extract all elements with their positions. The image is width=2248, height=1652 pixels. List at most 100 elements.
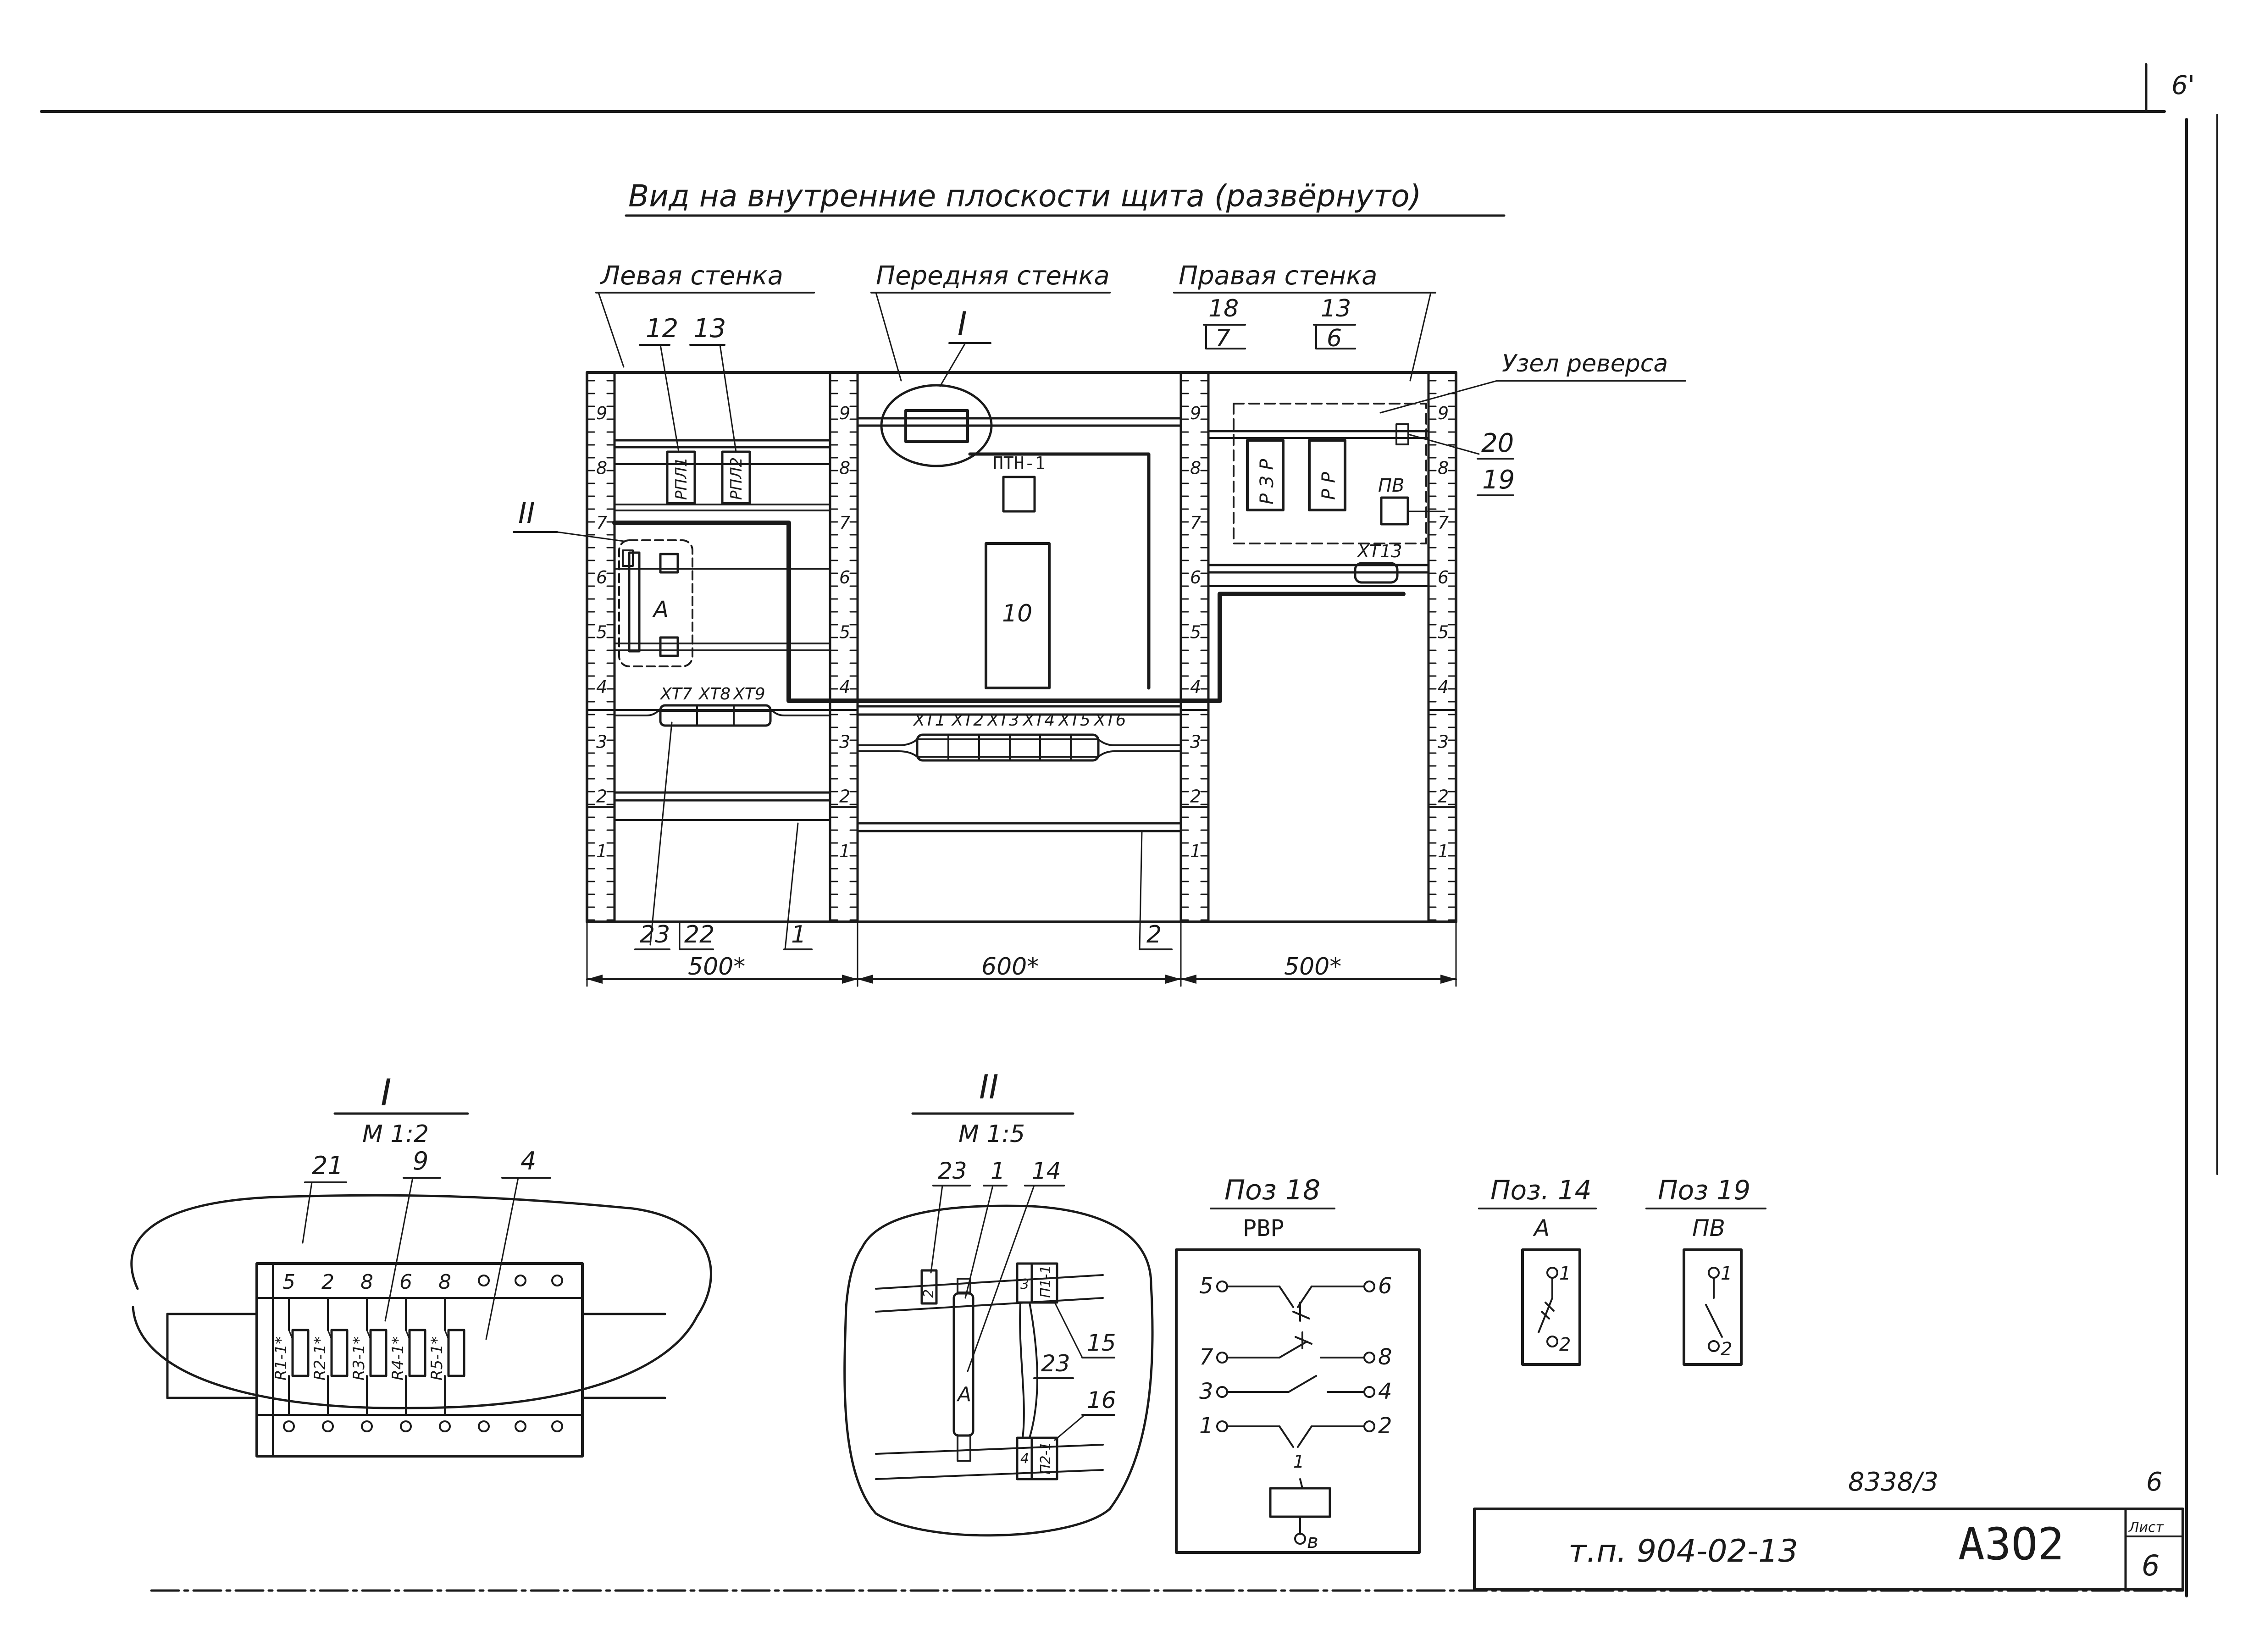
ruler-number: 7 (596, 513, 607, 533)
ruler-number: 8 (839, 458, 850, 478)
detail-I-hole (400, 1420, 412, 1432)
detail-I-scale: М 1:2 (362, 1120, 429, 1148)
ruler-number: 9 (596, 403, 607, 423)
block-10: 10 (985, 542, 1051, 689)
archive-number: 8338/3 (1848, 1467, 1938, 1497)
ruler-number: 5 (839, 622, 850, 643)
pos18-subtitle: РВР (1243, 1215, 1284, 1242)
bottom-callouts: 23 22 1 2 (634, 721, 1173, 950)
pos18-title: Поз 18 (1224, 1174, 1320, 1206)
pos-19: 19 (1482, 465, 1515, 495)
svg-text:3: 3 (1020, 1276, 1029, 1292)
drawing-title: Вид на внутренние плоскости щита (развёр… (628, 178, 1421, 214)
reverse-unit-label: Узел реверса (1502, 350, 1668, 377)
pos-12: 12 (646, 314, 678, 344)
detail-I-terminal-number: 8 (360, 1270, 373, 1294)
detail-I-resistor-label: R5-1* (428, 1336, 446, 1380)
ruler-number: 9 (839, 403, 850, 423)
svg-text:1: 1 (1721, 1263, 1732, 1284)
svg-text:1: 1 (1293, 1452, 1304, 1472)
ruler-number: 3 (839, 732, 850, 752)
svg-text:15: 15 (1087, 1330, 1116, 1356)
detail-I-hole (551, 1420, 563, 1432)
ruler-number: 5 (596, 622, 607, 643)
page-mark: 6' (2171, 71, 2195, 100)
ruler-number: 1 (1438, 841, 1449, 861)
front-wall-label: Передняя стенка (876, 261, 1110, 291)
ruler-number: 6 (839, 567, 850, 588)
ruler-number: 1 (839, 841, 850, 861)
svg-text:18: 18 (1208, 295, 1239, 322)
svg-text:Р Р: Р Р (1318, 471, 1340, 500)
pos-13: 13 (693, 314, 726, 344)
svg-text:1: 1 (991, 1158, 1005, 1184)
pos18-relay-diagram: Поз 18 РВР 5 6 7 8 3 4 1 (1175, 1174, 1421, 1554)
ruler-number: 6 (1438, 567, 1449, 588)
reverse-unit: Узел реверса (1233, 350, 1686, 544)
ruler-number: 6 (1190, 567, 1201, 588)
detail-I-terminal-number: 5 (282, 1270, 295, 1294)
svg-text:14: 14 (1032, 1158, 1061, 1184)
svg-text:1: 1 (791, 921, 806, 948)
breaker-A: А (618, 539, 693, 667)
ruler-number: 4 (1438, 677, 1449, 697)
relay-rpl1: РПЛ1 (666, 450, 696, 504)
svg-text:21: 21 (312, 1151, 343, 1180)
detail-I-terminal-number: 2 (321, 1270, 334, 1294)
svg-text:13: 13 (1321, 295, 1351, 322)
ruler-number: 3 (596, 732, 607, 752)
ruler-number: 2 (596, 787, 607, 807)
svg-text:РПЛ1: РПЛ1 (672, 457, 691, 500)
detail-I-resistor-label: R3-1* (350, 1336, 368, 1380)
ruler-number: 4 (596, 677, 607, 697)
svg-text:1: 1 (1559, 1263, 1571, 1284)
detail-I-resistor-label: R1-1* (272, 1336, 290, 1380)
svg-text:6: 6 (1378, 1273, 1392, 1299)
sheet-frame: 6' (40, 63, 2218, 1597)
detail-II-label: II (979, 1068, 998, 1106)
ruler-number: 5 (1438, 622, 1449, 643)
svg-text:2: 2 (1559, 1334, 1571, 1355)
svg-text:2: 2 (921, 1289, 937, 1298)
detail-II-scale: М 1:5 (958, 1120, 1025, 1148)
ruler-number: 4 (839, 677, 850, 697)
svg-text:8: 8 (1378, 1344, 1392, 1370)
svg-text:23: 23 (640, 921, 670, 948)
detail-I-resistor (369, 1329, 388, 1377)
svg-text:10: 10 (1002, 600, 1032, 627)
ruler-number: 4 (1190, 677, 1201, 697)
pos19-switch-symbol: Поз 19 ПВ 1 2 (1645, 1175, 1766, 1366)
view-I-marker: I (958, 305, 967, 343)
ruler-number: 6 (596, 567, 607, 588)
relay-rpl2: РПЛ2 (721, 450, 751, 504)
detail-I-terminal-number: 8 (438, 1270, 451, 1294)
detail-I-hole (551, 1275, 563, 1286)
ruler-number: 5 (1190, 622, 1201, 643)
detail-I-resistor-label: R4-1* (389, 1336, 407, 1380)
transformer-ptn: ПТН-1 (993, 453, 1045, 513)
svg-text:А: А (652, 597, 669, 622)
cable-duct (612, 521, 1406, 703)
svg-text:П2-1: П2-1 (1038, 1441, 1054, 1475)
svg-text:23: 23 (1041, 1350, 1070, 1377)
detail-I-hole (439, 1420, 451, 1432)
detail-I-resistors: R1-1*R2-1*R3-1*R4-1*R5-1* (272, 1297, 465, 1416)
dim-left: 500* (688, 953, 745, 981)
detail-I-lead (366, 1329, 371, 1340)
ruler-number: 3 (1190, 732, 1201, 752)
sheet-number: 6 (2142, 1549, 2159, 1582)
pos19-subtitle: ПВ (1692, 1215, 1725, 1242)
ruler-number: 7 (1190, 513, 1201, 533)
document-code: т.п. 904-02-13 (1568, 1533, 1798, 1569)
title-block: 8338/3 6 т.п. 904-02-13 А3О2 Лист 6 (1473, 1467, 2184, 1591)
ruler-number: 1 (1190, 841, 1201, 861)
detail-I-resistor (291, 1329, 310, 1377)
detail-I-resistor (408, 1329, 426, 1377)
